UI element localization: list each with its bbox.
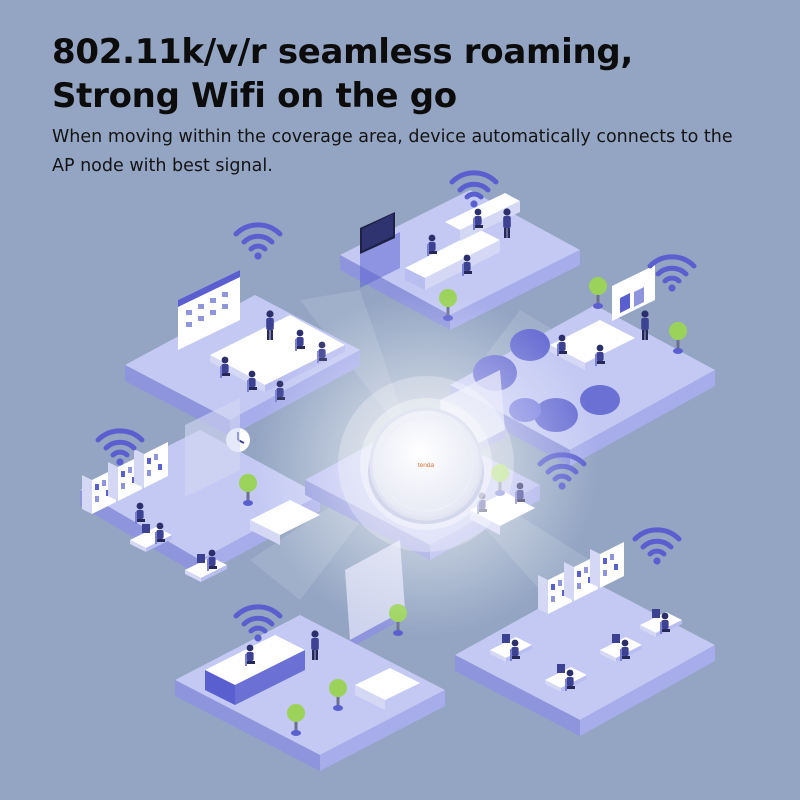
presentation-screen bbox=[612, 265, 655, 321]
reception-room bbox=[175, 604, 445, 771]
subheadline-line-1: When moving within the coverage area, de… bbox=[52, 127, 733, 147]
subheadline: When moving within the coverage area, de… bbox=[52, 123, 772, 181]
reception-desk bbox=[205, 635, 305, 705]
wifi-icon bbox=[236, 225, 280, 260]
subheadline-line-2: AP node with best signal. bbox=[52, 156, 273, 176]
wifi-icon bbox=[635, 530, 679, 565]
headline: 802.11k/v/r seamless roaming, Strong Wif… bbox=[52, 30, 772, 118]
tv-screen bbox=[360, 212, 395, 254]
device-brand-logo: tenda bbox=[418, 462, 435, 469]
headline-line-2: Strong Wifi on the go bbox=[52, 76, 457, 116]
headline-line-1: 802.11k/v/r seamless roaming, bbox=[52, 32, 634, 72]
access-point-device: tenda bbox=[254, 292, 598, 636]
whiteboard-calendar bbox=[178, 270, 240, 350]
workspace-room bbox=[455, 530, 715, 736]
wifi-icon bbox=[650, 257, 694, 292]
